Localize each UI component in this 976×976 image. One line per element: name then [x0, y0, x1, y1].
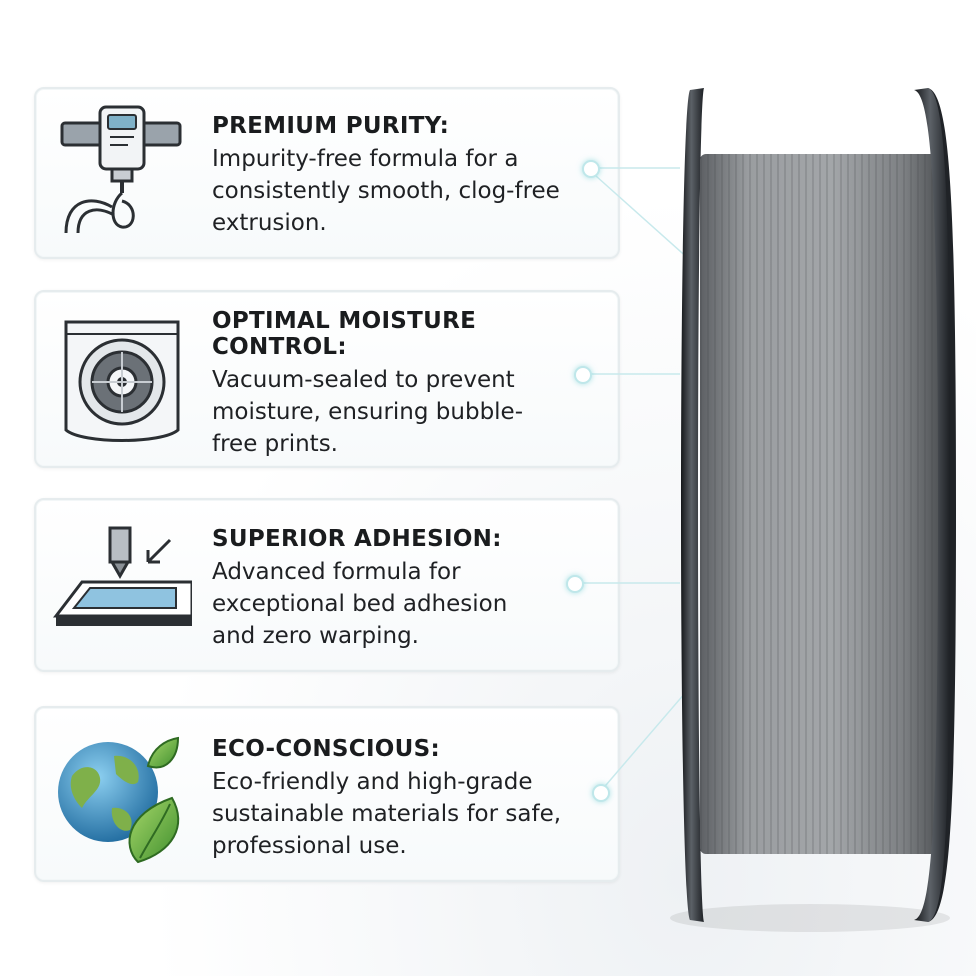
globe-leaf-icon	[52, 726, 192, 866]
feature-description: Eco-friendly and high-grade sustainable …	[212, 769, 562, 859]
connector-dot	[592, 784, 610, 802]
vacuum-sealed-spool-icon	[52, 314, 192, 454]
feature-card-premium-purity: PREMIUM PURITY: Impurity-free formula fo…	[34, 87, 620, 259]
feature-card-superior-adhesion: SUPERIOR ADHESION: Advanced formula for …	[34, 498, 620, 672]
feature-title: SUPERIOR ADHESION:	[212, 526, 502, 552]
feature-title: PREMIUM PURITY:	[212, 113, 450, 139]
feature-title: ECO-CONSCIOUS:	[212, 736, 440, 762]
feature-description: Vacuum-sealed to prevent moisture, ensur…	[212, 367, 524, 457]
feature-description: Advanced formula for exceptional bed adh…	[212, 559, 508, 649]
feature-description: Impurity-free formula for a consistently…	[212, 146, 560, 236]
connector-dot	[582, 160, 600, 178]
connector-dot	[574, 366, 592, 384]
feature-title: OPTIMAL MOISTURE CONTROL:	[212, 308, 477, 360]
feature-card-eco-conscious: ECO-CONSCIOUS: Eco-friendly and high-gra…	[34, 706, 620, 882]
connector-dot	[566, 575, 584, 593]
extruder-nozzle-icon	[52, 103, 192, 243]
feature-card-moisture-control: OPTIMAL MOISTURE CONTROL: Vacuum-sealed …	[34, 290, 620, 468]
filament-spool-image	[660, 80, 976, 940]
